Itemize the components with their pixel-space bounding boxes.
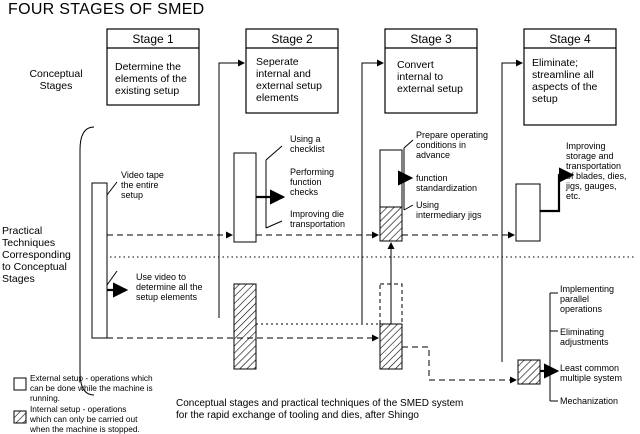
- stage3-external-box: [379, 149, 403, 208]
- stage2-internal-box: [233, 283, 257, 370]
- stage3-internal-box: [379, 323, 403, 370]
- stage-1-box: [106, 28, 200, 106]
- stage-3-box: [384, 28, 478, 114]
- diagram-caption: Conceptual stages and practical techniqu…: [176, 398, 464, 421]
- arrow-stage2-to-stage3: [361, 59, 384, 323]
- arrow-stage1-to-stage2: [218, 59, 245, 318]
- stage-2-box: [245, 28, 339, 114]
- stage-2-title: Stage 2: [271, 32, 313, 46]
- stage-1-title: Stage 1: [132, 32, 174, 46]
- legend-internal-swatch: [13, 410, 27, 424]
- page-title: FOUR STAGES OF SMED: [8, 1, 205, 18]
- legend-external-swatch: [13, 377, 27, 391]
- dashed-flow-internal-2: [402, 346, 517, 384]
- stage-4-box: [523, 28, 617, 126]
- stage-4-title: Stage 4: [549, 32, 591, 46]
- stage4-external-arrow: [540, 167, 575, 213]
- stage4-external-box: [515, 183, 541, 242]
- stage4-internal-box: [517, 359, 541, 385]
- technique-mechanization: Mechanization: [560, 396, 619, 406]
- stage3-converted-box: [379, 206, 403, 242]
- stage-3-title: Stage 3: [410, 32, 452, 46]
- stage1-setup-box: [91, 182, 108, 339]
- stage2-external-box: [233, 152, 257, 243]
- conceptual-stages-label: Conceptual Stages: [29, 68, 83, 92]
- practical-bracket: [79, 126, 95, 396]
- arrow-stage3-to-stage4: [501, 59, 523, 362]
- practical-techniques-label: Practical Techniques Corresponding to Co…: [2, 225, 71, 285]
